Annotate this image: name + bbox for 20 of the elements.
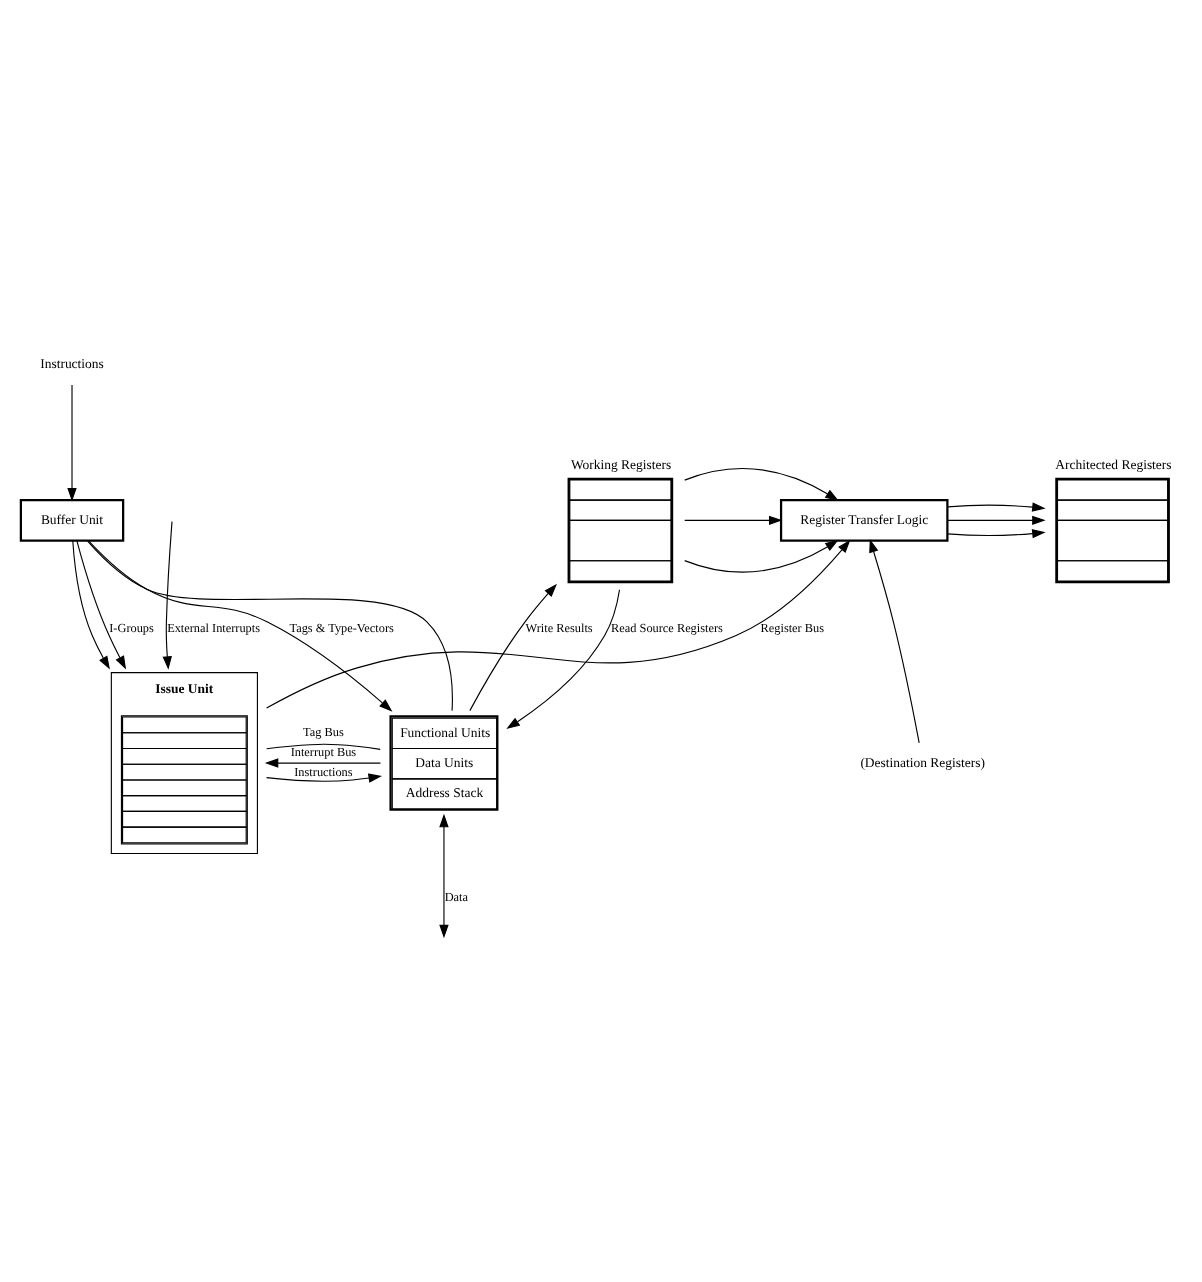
arrow bbox=[869, 539, 920, 744]
arrow bbox=[506, 589, 621, 729]
arrow bbox=[87, 540, 393, 712]
arrow bbox=[266, 539, 851, 709]
arrow bbox=[947, 502, 1046, 512]
connector bbox=[86, 540, 453, 712]
connector bbox=[266, 743, 381, 750]
arrow bbox=[76, 540, 127, 670]
arrow bbox=[72, 540, 110, 670]
arrow bbox=[67, 384, 77, 502]
arrow bbox=[684, 539, 839, 573]
arrow bbox=[265, 773, 382, 783]
arrow bbox=[162, 521, 173, 670]
arrow bbox=[684, 515, 783, 526]
arrow bbox=[264, 758, 381, 768]
arrow bbox=[439, 813, 449, 939]
arrow bbox=[469, 583, 557, 712]
arrow bbox=[947, 515, 1046, 526]
arrow bbox=[947, 528, 1046, 539]
arrow bbox=[684, 468, 839, 501]
